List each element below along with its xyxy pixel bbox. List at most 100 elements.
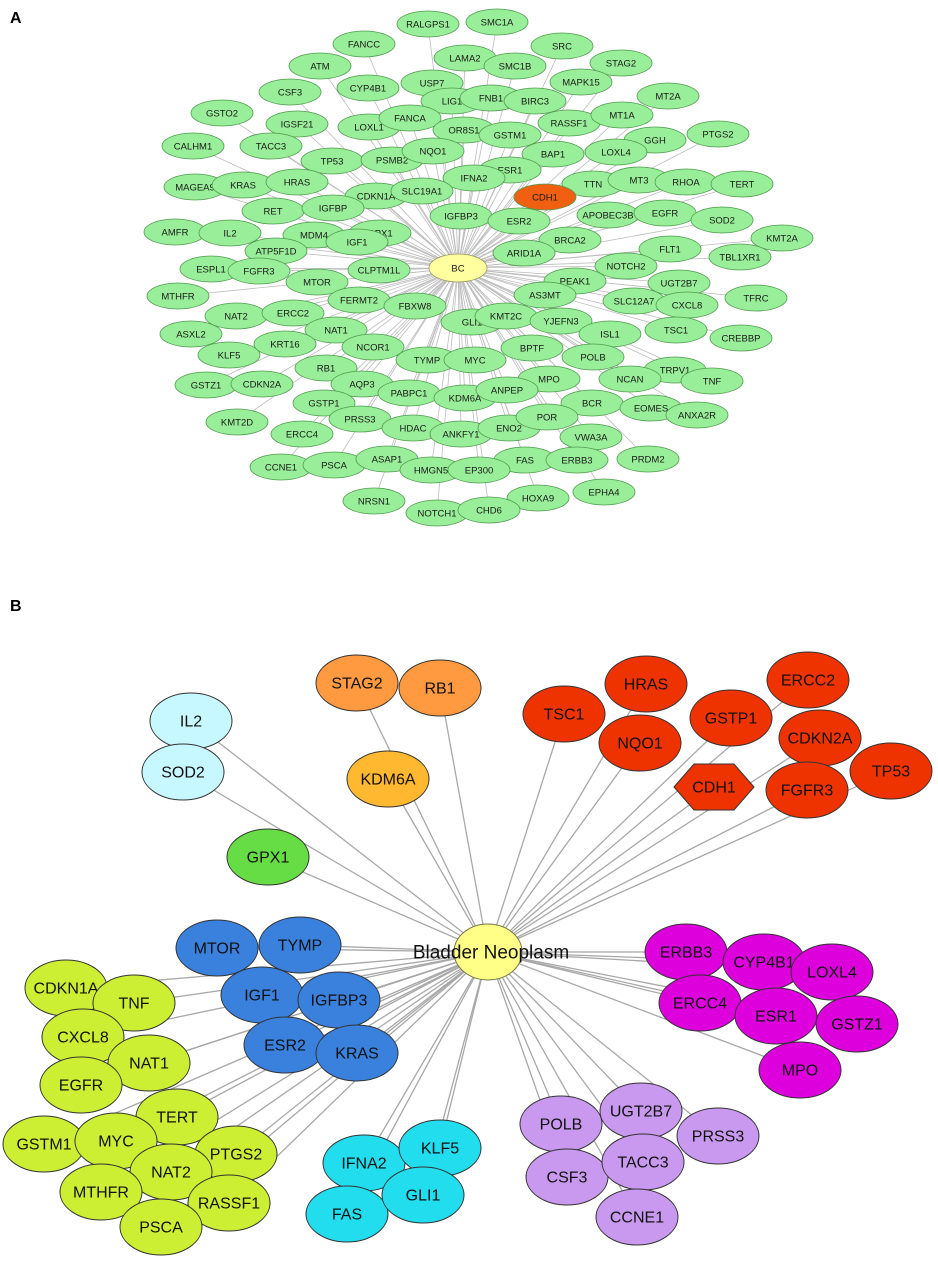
node-a-mtor[interactable]: MTOR [285,268,349,296]
node-a-ercc2[interactable]: ERCC2 [261,299,325,327]
node-a-brca2[interactable]: BRCA2 [538,226,602,254]
node-a-fgfr3[interactable]: FGFR3 [227,257,291,285]
node-b-csf3[interactable]: CSF3 [525,1148,609,1206]
node-a-arid1a[interactable]: ARID1A [492,239,556,267]
node-a-igfbp3[interactable]: IGFBP3 [429,202,493,230]
node-a-myc[interactable]: MYC [443,346,507,374]
node-a-cyp4b1[interactable]: CYP4B1 [336,74,400,102]
node-a-fancc[interactable]: FANCC [332,30,396,58]
node-b-gstz1[interactable]: GSTZ1 [815,995,899,1053]
node-b-nat1[interactable]: NAT1 [107,1034,191,1092]
node-b-ptgs2[interactable]: PTGS2 [194,1125,278,1183]
node-a-mthfr[interactable]: MTHFR [146,282,210,310]
node-a-il2[interactable]: IL2 [198,219,262,247]
node-b-fas[interactable]: FAS [305,1185,389,1243]
node-a-stag2[interactable]: STAG2 [589,49,653,77]
node-b-hras[interactable]: HRAS [604,655,688,713]
node-a-ifna2[interactable]: IFNA2 [442,164,506,192]
node-b-fgfr3[interactable]: FGFR3 [765,761,849,819]
node-b-gli1[interactable]: GLI1 [381,1166,465,1224]
node-a-smc1b[interactable]: SMC1B [483,52,547,80]
node-a-tsc1[interactable]: TSC1 [644,316,708,344]
node-a-gstz1[interactable]: GSTZ1 [174,371,238,399]
node-a-kmt2c[interactable]: KMT2C [474,302,538,330]
node-a-ccne1[interactable]: CCNE1 [249,453,313,481]
node-b-psca[interactable]: PSCA [119,1198,203,1256]
node-a-cdkn2a[interactable]: CDKN2A [230,370,294,398]
node-a-ankfy1[interactable]: ANKFY1 [429,420,493,448]
node-a-chd6[interactable]: CHD6 [457,496,521,524]
node-a-mt1a[interactable]: MT1A [590,101,654,129]
node-a-vwa3a[interactable]: VWA3A [559,423,623,451]
node-a-kmt2d[interactable]: KMT2D [205,408,269,436]
node-a-crebbp[interactable]: CREBBP [709,324,773,352]
node-a-polb[interactable]: POLB [561,343,625,371]
node-a-mt2a[interactable]: MT2A [636,82,700,110]
node-b-hub[interactable]: Bladder Neoplasm [413,923,569,981]
node-b-mtor[interactable]: MTOR [175,919,259,977]
node-b-klf5[interactable]: KLF5 [398,1119,482,1177]
node-a-atm[interactable]: ATM [288,52,352,80]
node-a-psca[interactable]: PSCA [302,451,366,479]
node-a-epha4[interactable]: EPHA4 [572,478,636,506]
node-b-ercc4[interactable]: ERCC4 [658,974,742,1032]
node-a-rhoa[interactable]: RHOA [654,168,718,196]
node-a-krt16[interactable]: KRT16 [253,330,317,358]
node-b-tacc3[interactable]: TACC3 [601,1133,685,1191]
node-a-birc3[interactable]: BIRC3 [503,87,567,115]
node-b-polb[interactable]: POLB [519,1095,603,1153]
node-b-esr2[interactable]: ESR2 [243,1016,327,1074]
node-a-hoxa9[interactable]: HOXA9 [506,484,570,512]
node-a-calhm1[interactable]: CALHM1 [161,132,225,160]
node-a-csf3[interactable]: CSF3 [258,78,322,106]
node-b-erbb3[interactable]: ERBB3 [644,923,728,981]
node-a-esr2[interactable]: ESR2 [487,207,551,235]
node-b-rassf1[interactable]: RASSF1 [187,1174,271,1232]
node-a-espl1[interactable]: ESPL1 [179,255,243,283]
node-a-bptf[interactable]: BPTF [500,334,564,362]
node-b-sod2[interactable]: SOD2 [141,743,225,801]
node-b-prss3[interactable]: PRSS3 [676,1107,760,1165]
node-a-anpep[interactable]: ANPEP [475,376,539,404]
node-b-il2[interactable]: IL2 [149,692,233,750]
node-a-hras[interactable]: HRAS [265,168,329,196]
node-b-ccne1[interactable]: CCNE1 [595,1188,679,1246]
node-a-pabpc1[interactable]: PABPC1 [377,379,441,407]
node-a-smc1a[interactable]: SMC1A [465,8,529,36]
node-a-egfr[interactable]: EGFR [633,199,697,227]
node-a-tnf[interactable]: TNF [680,367,744,395]
node-b-gstm1[interactable]: GSTM1 [2,1115,86,1173]
node-b-tymp[interactable]: TYMP [258,916,342,974]
node-a-gsto2[interactable]: GSTO2 [190,99,254,127]
node-a-slc19a1[interactable]: SLC19A1 [390,177,454,205]
node-a-bap1[interactable]: BAP1 [521,140,585,168]
node-a-cxcl8[interactable]: CXCL8 [655,291,719,319]
node-a-yjefn3[interactable]: YJEFN3 [529,307,593,335]
node-b-gpx1[interactable]: GPX1 [226,828,310,886]
node-b-mpo[interactable]: MPO [758,1041,842,1099]
node-a-ncan[interactable]: NCAN [598,365,662,393]
node-b-ugt2b7[interactable]: UGT2B7 [599,1082,683,1140]
node-a-klf5[interactable]: KLF5 [197,341,261,369]
node-b-kras[interactable]: KRAS [315,1024,399,1082]
node-a-mapk15[interactable]: MAPK15 [549,68,613,96]
node-b-cxcl8[interactable]: CXCL8 [41,1008,125,1066]
node-a-fanca[interactable]: FANCA [378,104,442,132]
node-a-ret[interactable]: RET [241,197,305,225]
node-a-por[interactable]: POR [515,403,579,431]
node-a-isl1[interactable]: ISL1 [578,320,642,348]
node-b-stag2[interactable]: STAG2 [315,654,399,712]
node-a-tp53[interactable]: TP53 [300,147,364,175]
node-a-loxl4[interactable]: LOXL4 [584,138,648,166]
node-b-cdkn1a[interactable]: CDKN1A [24,959,108,1017]
node-a-erbb3[interactable]: ERBB3 [545,446,609,474]
node-a-clptm1l[interactable]: CLPTM1L [347,256,411,284]
node-a-ralgps1[interactable]: RALGPS1 [396,10,460,38]
node-a-src[interactable]: SRC [530,32,594,60]
node-a-kras[interactable]: KRAS [211,171,275,199]
node-b-esr1[interactable]: ESR1 [734,987,818,1045]
node-b-gstp1[interactable]: GSTP1 [689,689,773,747]
node-b-nqo1[interactable]: NQO1 [598,714,682,772]
node-b-cdh1[interactable]: CDH1 [673,763,755,811]
node-a-gstm1[interactable]: GSTM1 [478,121,542,149]
